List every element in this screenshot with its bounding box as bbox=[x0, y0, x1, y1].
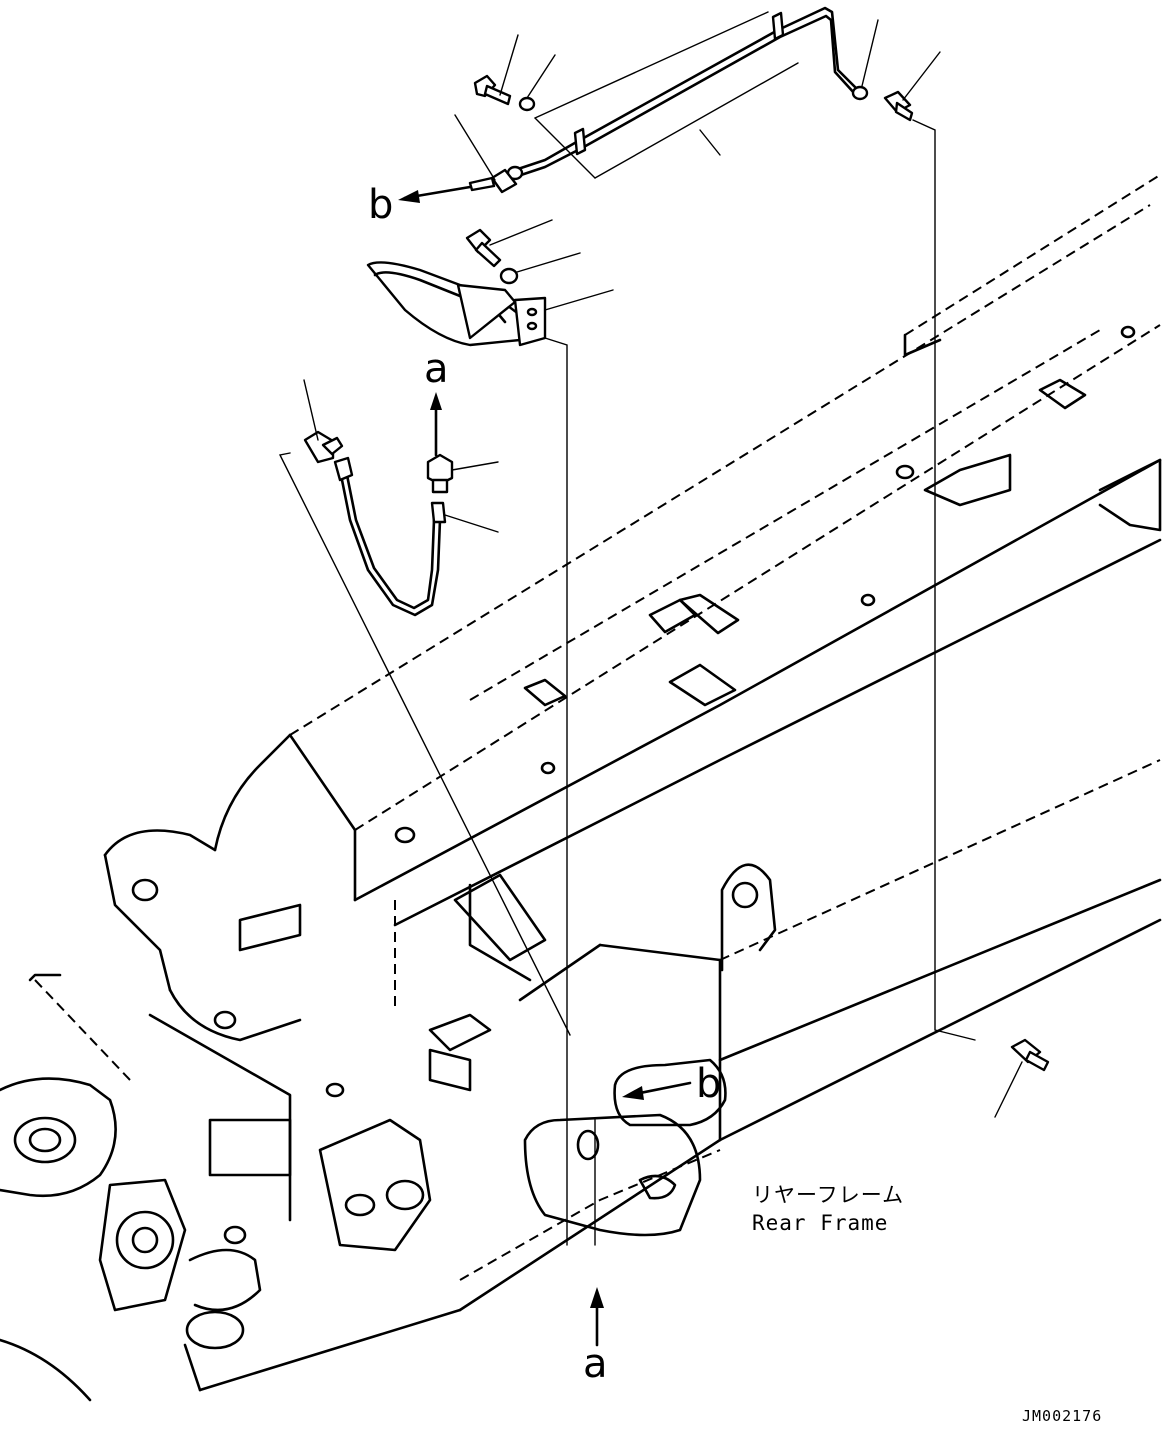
axle-housing bbox=[0, 733, 547, 1402]
view-label-a-upper: a bbox=[424, 346, 449, 392]
elbow-fitting bbox=[278, 379, 571, 1036]
arrow-a-lower bbox=[590, 1287, 604, 1347]
drawing-code: JM002176 bbox=[1022, 1407, 1102, 1425]
bolt-upper bbox=[473, 34, 519, 106]
grease-nipple-right bbox=[994, 1038, 1050, 1118]
bolt-middle bbox=[465, 219, 553, 268]
connector-a bbox=[426, 453, 499, 494]
arrow-a-upper bbox=[430, 392, 442, 457]
view-label-b-lower: b bbox=[696, 1061, 721, 1107]
caption-english: Rear Frame bbox=[752, 1211, 888, 1235]
washer-middle bbox=[499, 252, 581, 285]
callout-b bbox=[613, 1058, 727, 1127]
connector-right bbox=[861, 19, 976, 1041]
hose bbox=[333, 456, 499, 617]
reference-lines bbox=[544, 337, 596, 1246]
caption-japanese: リヤーフレーム bbox=[752, 1183, 904, 1207]
grease-tube-assembly bbox=[506, 6, 869, 181]
view-label-b-upper: b bbox=[368, 182, 393, 228]
washer-upper bbox=[518, 54, 556, 112]
arrow-b-upper bbox=[398, 185, 472, 203]
rear-frame bbox=[198, 174, 1162, 1392]
view-label-a-lower: a bbox=[583, 1341, 608, 1387]
hose-bracket bbox=[366, 261, 614, 347]
tee-fitting bbox=[454, 114, 518, 194]
